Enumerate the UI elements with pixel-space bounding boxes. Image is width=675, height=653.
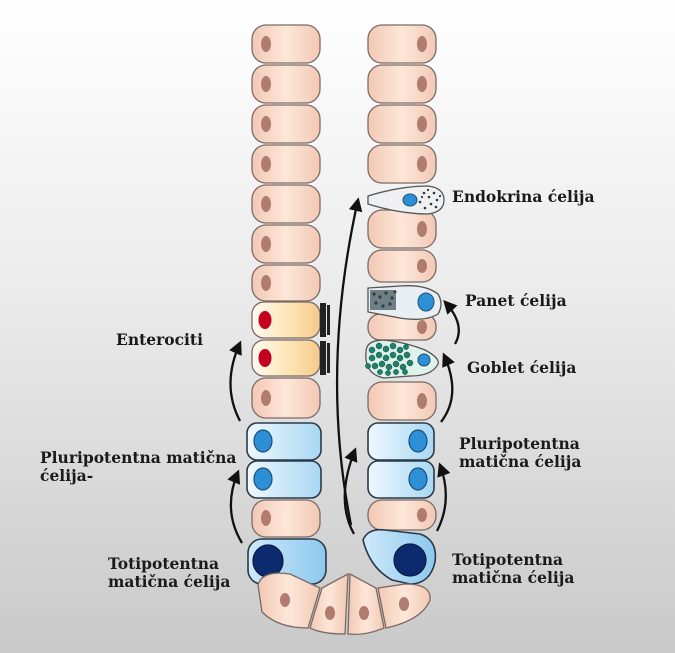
label-toti-right-2: matična ćelija [452,569,574,587]
paneth-cell [368,286,441,320]
label-enterociti: Enterociti [116,331,203,349]
label-toti-right-1: Totipotentna [452,551,563,569]
label-endokrina: Endokrina ćelija [452,188,595,206]
label-goblet: Goblet ćelija [467,359,576,377]
label-toti-left-2: matična ćelija [108,573,230,591]
label-panet: Panet ćelija [465,292,567,310]
label-pluri-left-2: ćelija- [40,467,93,485]
label-pluri-right-1: Pluripotentna [459,435,580,453]
label-pluri-right-2: matična ćelija [459,453,581,471]
label-toti-left-1: Totipotentna [108,555,219,573]
label-pluri-left-1: Pluripotentna matična [40,449,236,467]
